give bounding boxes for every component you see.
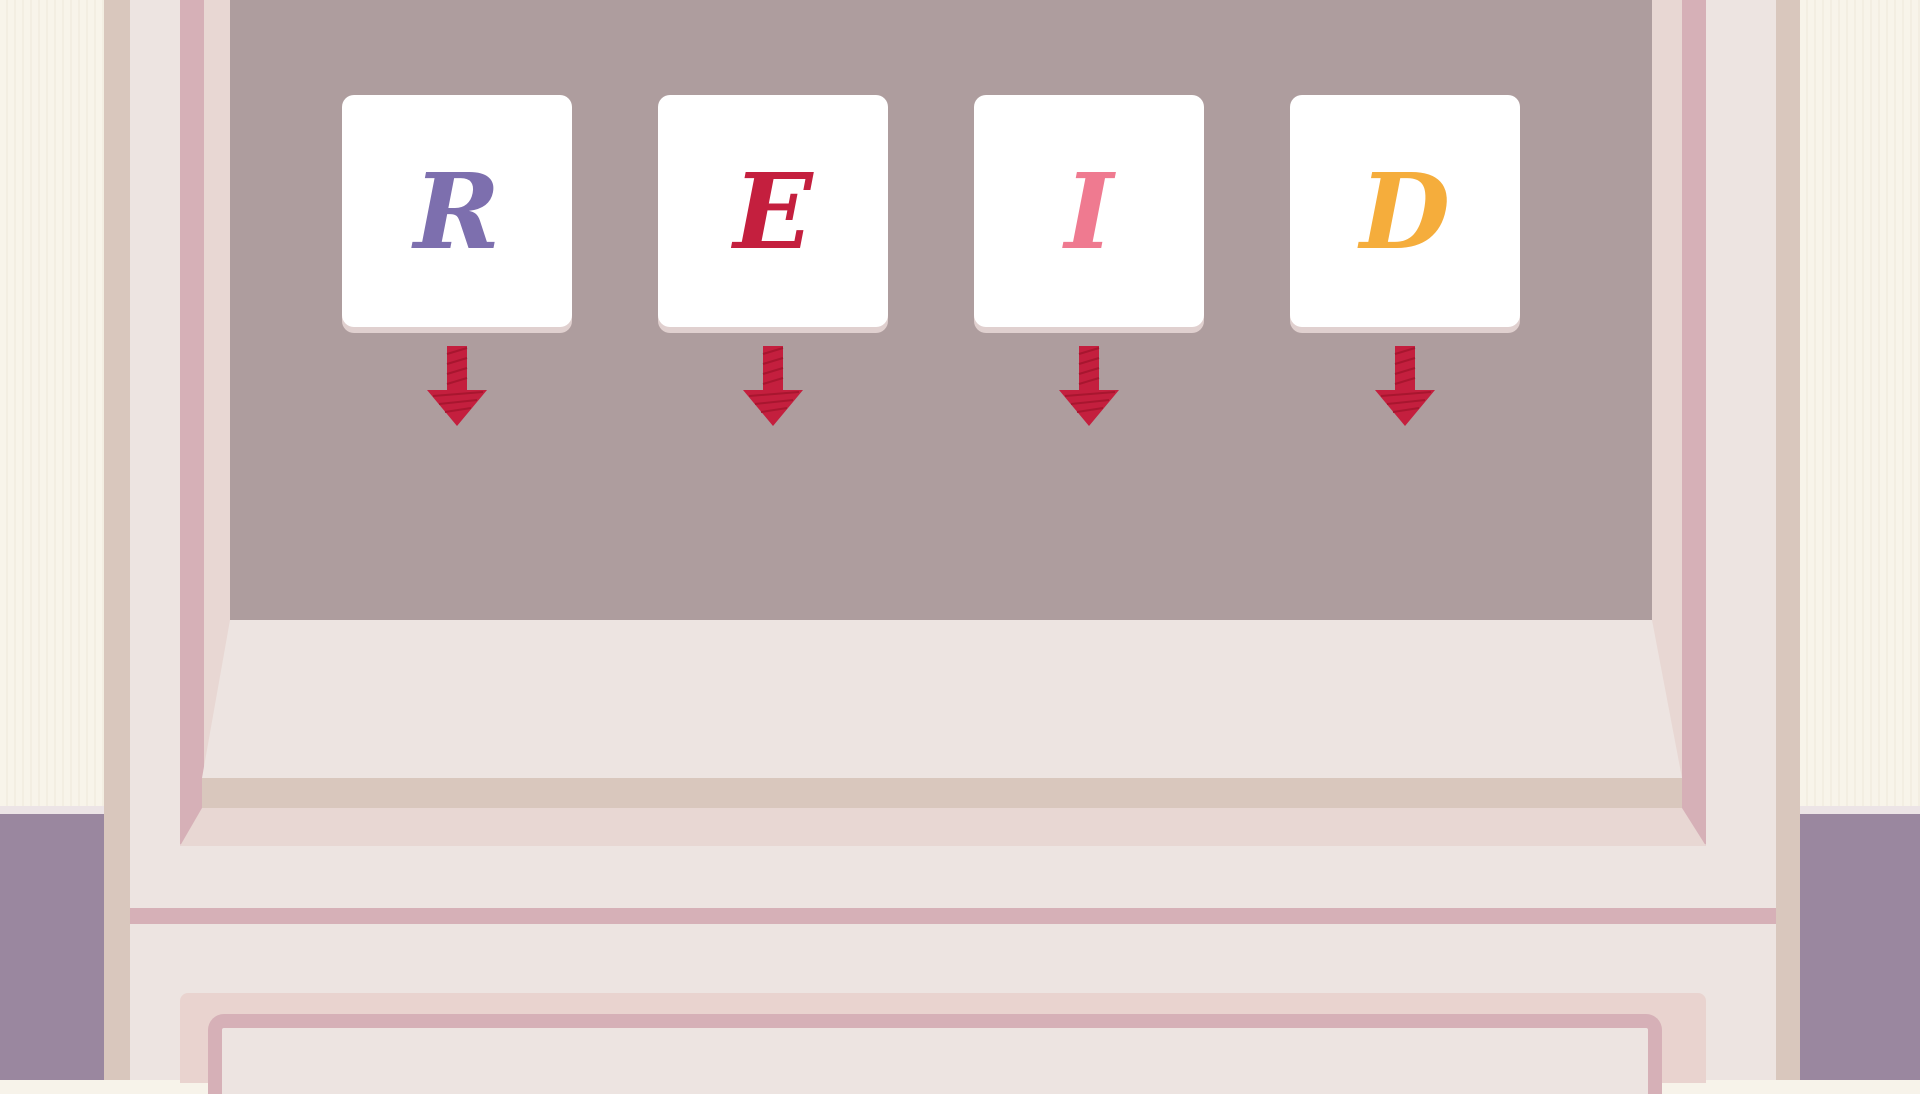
letter-tile-1[interactable]: R xyxy=(342,95,572,327)
letter-tile-3[interactable]: I xyxy=(974,95,1204,327)
letter-tile-2[interactable]: E xyxy=(658,95,888,327)
tile-letter: R xyxy=(413,149,501,273)
tile-letter: D xyxy=(1359,149,1451,273)
tile-letter: I xyxy=(1064,149,1114,273)
arrow-down-icon[interactable] xyxy=(1057,344,1121,428)
drawer-panel xyxy=(208,1014,1662,1094)
arrow-down-icon[interactable] xyxy=(741,344,805,428)
cabinet-stripe xyxy=(130,908,1776,924)
arrow-down-icon[interactable] xyxy=(1373,344,1437,428)
tile-letter: E xyxy=(733,149,813,273)
arrow-down-icon[interactable] xyxy=(425,344,489,428)
letter-tile-4[interactable]: D xyxy=(1290,95,1520,327)
cabinet-shelf xyxy=(180,618,1706,846)
